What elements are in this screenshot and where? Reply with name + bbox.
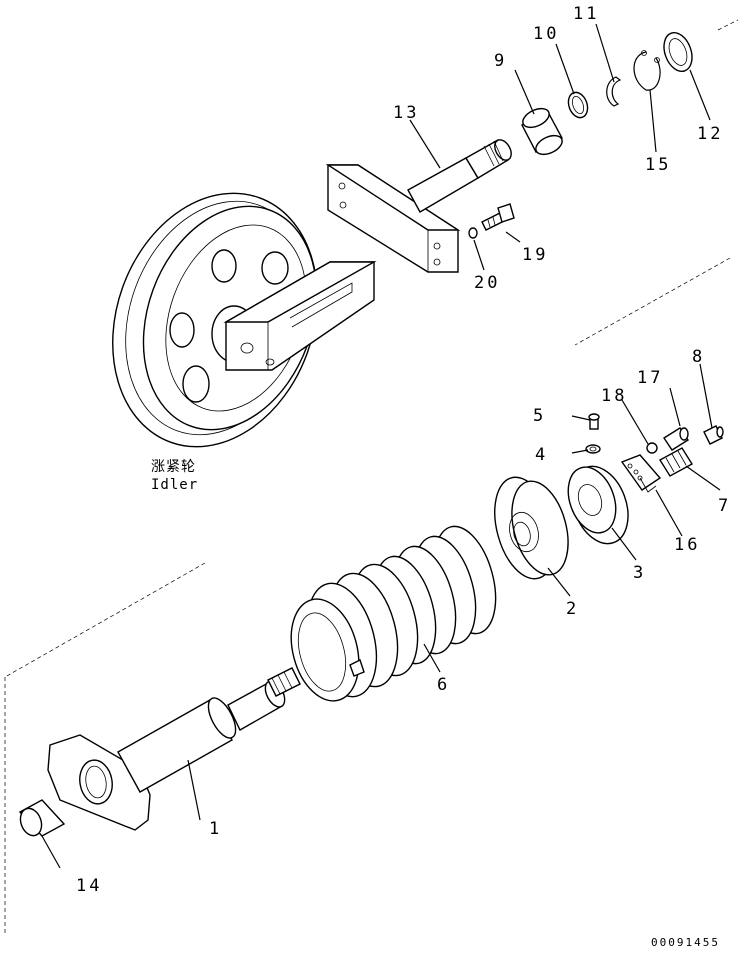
callout-1: 1 <box>209 819 222 839</box>
rod-1 <box>47 667 301 831</box>
piston-2 <box>494 476 569 580</box>
callout-18: 18 <box>601 386 627 406</box>
leader-lines <box>41 23 721 869</box>
bushing-9 <box>521 107 563 156</box>
spring-6 <box>290 525 497 702</box>
callout-17: 17 <box>637 368 663 388</box>
callout-3: 3 <box>633 563 646 583</box>
bushing-14 <box>18 799 66 837</box>
idler-caption-chinese: 涨紧轮 <box>151 459 196 475</box>
callout-16: 16 <box>674 535 700 555</box>
grease-nipple-8 <box>703 425 724 445</box>
idler-caption-english: Idler <box>151 477 198 493</box>
callout-15: 15 <box>645 155 671 175</box>
callout-11: 11 <box>573 4 599 24</box>
washer-20 <box>468 227 478 239</box>
callout-13: 13 <box>393 103 419 123</box>
drawing-code: 00091455 <box>651 936 720 949</box>
callout-10: 10 <box>533 24 559 44</box>
callout-5: 5 <box>533 406 546 426</box>
assembly-boundary-lines <box>4 19 739 935</box>
collar-3 <box>567 465 629 545</box>
fitting-17 <box>663 427 689 451</box>
plate-16 <box>620 454 662 493</box>
circlip-15 <box>633 50 661 91</box>
bolt-5 <box>588 413 600 430</box>
callout-2: 2 <box>566 599 579 619</box>
valve-7 <box>659 447 693 477</box>
callout-19: 19 <box>522 245 548 265</box>
ring-10 <box>567 91 589 119</box>
washer-4 <box>585 444 601 454</box>
idler-caption: 涨紧轮 Idler <box>151 459 198 493</box>
callout-20: 20 <box>474 273 500 293</box>
callout-4: 4 <box>535 445 548 465</box>
idler-wheel <box>112 192 318 448</box>
idler-yoke <box>223 261 377 371</box>
callout-14: 14 <box>76 876 102 896</box>
ring-12 <box>663 31 693 73</box>
callout-9: 9 <box>494 51 507 71</box>
callout-12: 12 <box>697 124 723 144</box>
washer-18 <box>646 442 658 454</box>
bolt-19 <box>481 203 515 231</box>
callout-6: 6 <box>437 675 450 695</box>
snap-ring-11 <box>606 76 622 107</box>
callout-7: 7 <box>718 496 731 516</box>
shaft-block-13 <box>325 139 512 273</box>
callout-8: 8 <box>692 347 705 367</box>
callout-labels: 1 2 3 4 5 6 7 8 9 10 11 12 13 14 15 16 1… <box>76 4 731 896</box>
